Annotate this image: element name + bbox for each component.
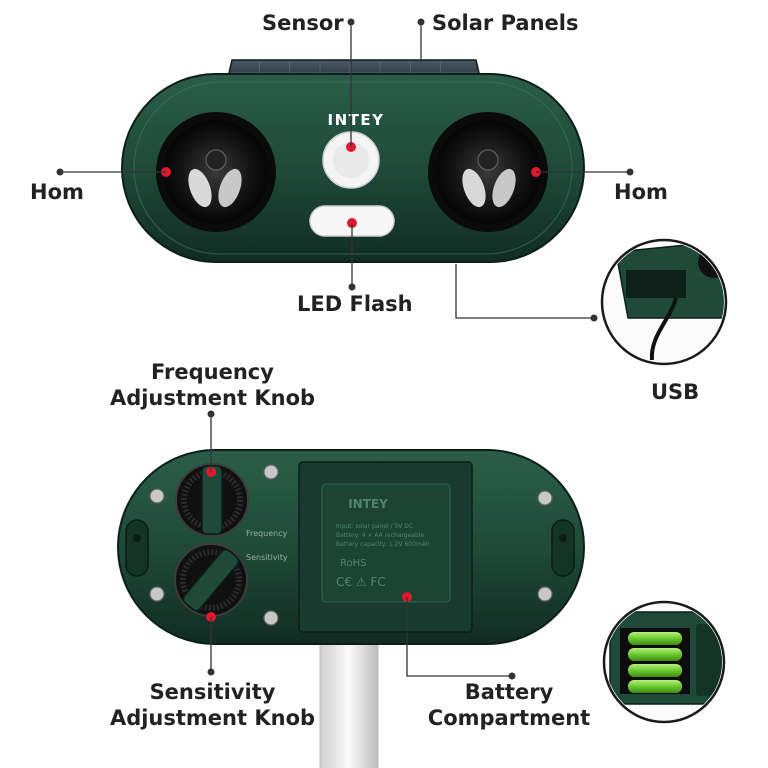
right-horn [428,112,548,232]
back-rohs-text: RoHS [340,558,366,569]
callout-solar-panels: Solar Panels [432,11,579,35]
callout-led-flash: LED Flash [297,292,413,316]
callout-horn-right: Hom [614,180,668,204]
frequency-knob[interactable] [175,463,249,537]
stake-pole [319,631,379,768]
callout-battery-line1: Battery [464,680,554,704]
front-brand: INTEY [328,111,385,129]
callout-frequency-line2: Adjustment Knob [109,386,316,410]
back-note-line1: Input: solar panel / 5V DC [336,523,413,530]
battery-cover[interactable]: INTEY Input: solar panel / 5V DC Battery… [298,461,473,633]
back-device: Frequency Sensitivity INTEY Input: solar… [117,449,585,768]
usb-inset [600,238,728,366]
callout-horn-left: Hom [30,180,84,204]
front-leader-lines [56,18,634,322]
callout-sensor: Sensor [262,11,344,35]
back-sensitivity-text: Sensitivity [246,553,288,562]
front-device: INTEY [121,59,585,263]
callout-frequency-line1: Frequency [151,360,274,384]
callout-sensitivity-line2: Adjustment Knob [109,706,316,730]
callout-sensitivity-line1: Sensitivity [149,680,276,704]
back-frequency-text: Frequency [246,529,288,538]
back-note-line3: Battery capacity: 1.2V 600mAh [336,541,430,548]
left-horn [156,112,276,232]
back-brand: INTEY [348,497,388,511]
callout-sensitivity: Sensitivity Adjustment Knob [100,679,325,731]
callout-battery: Battery Compartment [414,679,604,731]
sensitivity-knob[interactable] [174,543,248,622]
back-note-line2: Battery: 4 × AA rechargeable [336,532,424,539]
battery-inset [602,600,726,724]
callout-battery-line2: Compartment [427,706,591,730]
callout-usb: USB [651,380,700,404]
back-leader-lines [207,410,516,680]
callout-frequency: Frequency Adjustment Knob [100,359,325,411]
back-marks-text: C€ ⚠ FC [336,575,386,589]
